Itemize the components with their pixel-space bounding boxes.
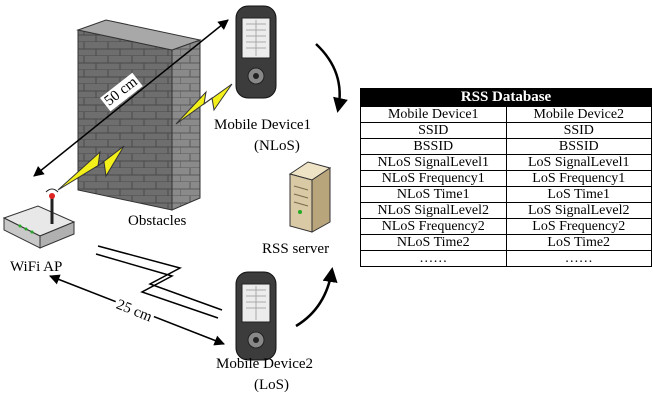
device2-mode-label: (LoS) (254, 377, 289, 393)
table-title: RSS Database (360, 88, 652, 107)
device1-mode-label: (NLoS) (254, 138, 300, 154)
brick-wall-icon (76, 19, 202, 211)
table-cell: LoS SignalLevel2 (505, 202, 652, 219)
mobile-device-icon (235, 271, 277, 361)
table-cell: SSID (360, 122, 507, 139)
wireless-signal-icon (95, 253, 219, 319)
table-cell: LoS SignalLevel1 (505, 154, 652, 171)
table-cell: LoS Frequency2 (505, 218, 652, 235)
table-cell: …… (505, 250, 652, 267)
rss-server-label: RSS server (262, 241, 330, 257)
upload-arrow (315, 43, 348, 113)
table-row: ………… (360, 250, 652, 267)
table-cell: SSID (505, 122, 652, 139)
wireless-signal-icon (97, 245, 223, 311)
lightning-bolt-icon (175, 83, 233, 125)
upload-arrow (295, 267, 338, 328)
table-cell: NLoS SignalLevel2 (360, 202, 507, 219)
table-cell: Mobile Device1 (360, 106, 507, 123)
table-cell: LoS Frequency1 (505, 170, 652, 187)
table-cell: NLoS Frequency2 (360, 218, 507, 235)
table-cell: …… (360, 250, 507, 267)
table-cell: NLoS Time2 (360, 234, 507, 251)
server-icon (288, 161, 332, 233)
table-cell: LoS Time2 (505, 234, 652, 251)
mobile-device-icon (235, 5, 277, 99)
lightning-bolt-icon (57, 145, 125, 191)
device1-name-label: Mobile Device1 (214, 117, 312, 133)
wifi-ap-label: WiFi AP (10, 259, 63, 275)
wifi-router-icon (2, 188, 76, 249)
table-cell: Mobile Device2 (505, 106, 652, 123)
table-cell: LoS Time1 (505, 186, 652, 203)
table-cell: NLoS SignalLevel1 (360, 154, 507, 171)
table-header-row: RSS Database (360, 88, 652, 107)
table-cell: BSSID (360, 138, 507, 155)
table-cell: BSSID (505, 138, 652, 155)
device2-name-label: Mobile Device2 (216, 356, 314, 372)
table-cell: NLoS Time1 (360, 186, 507, 203)
obstacles-label: Obstacles (128, 213, 187, 229)
table-cell: NLoS Frequency1 (360, 170, 507, 187)
distance-arrow-50cm (33, 19, 229, 177)
